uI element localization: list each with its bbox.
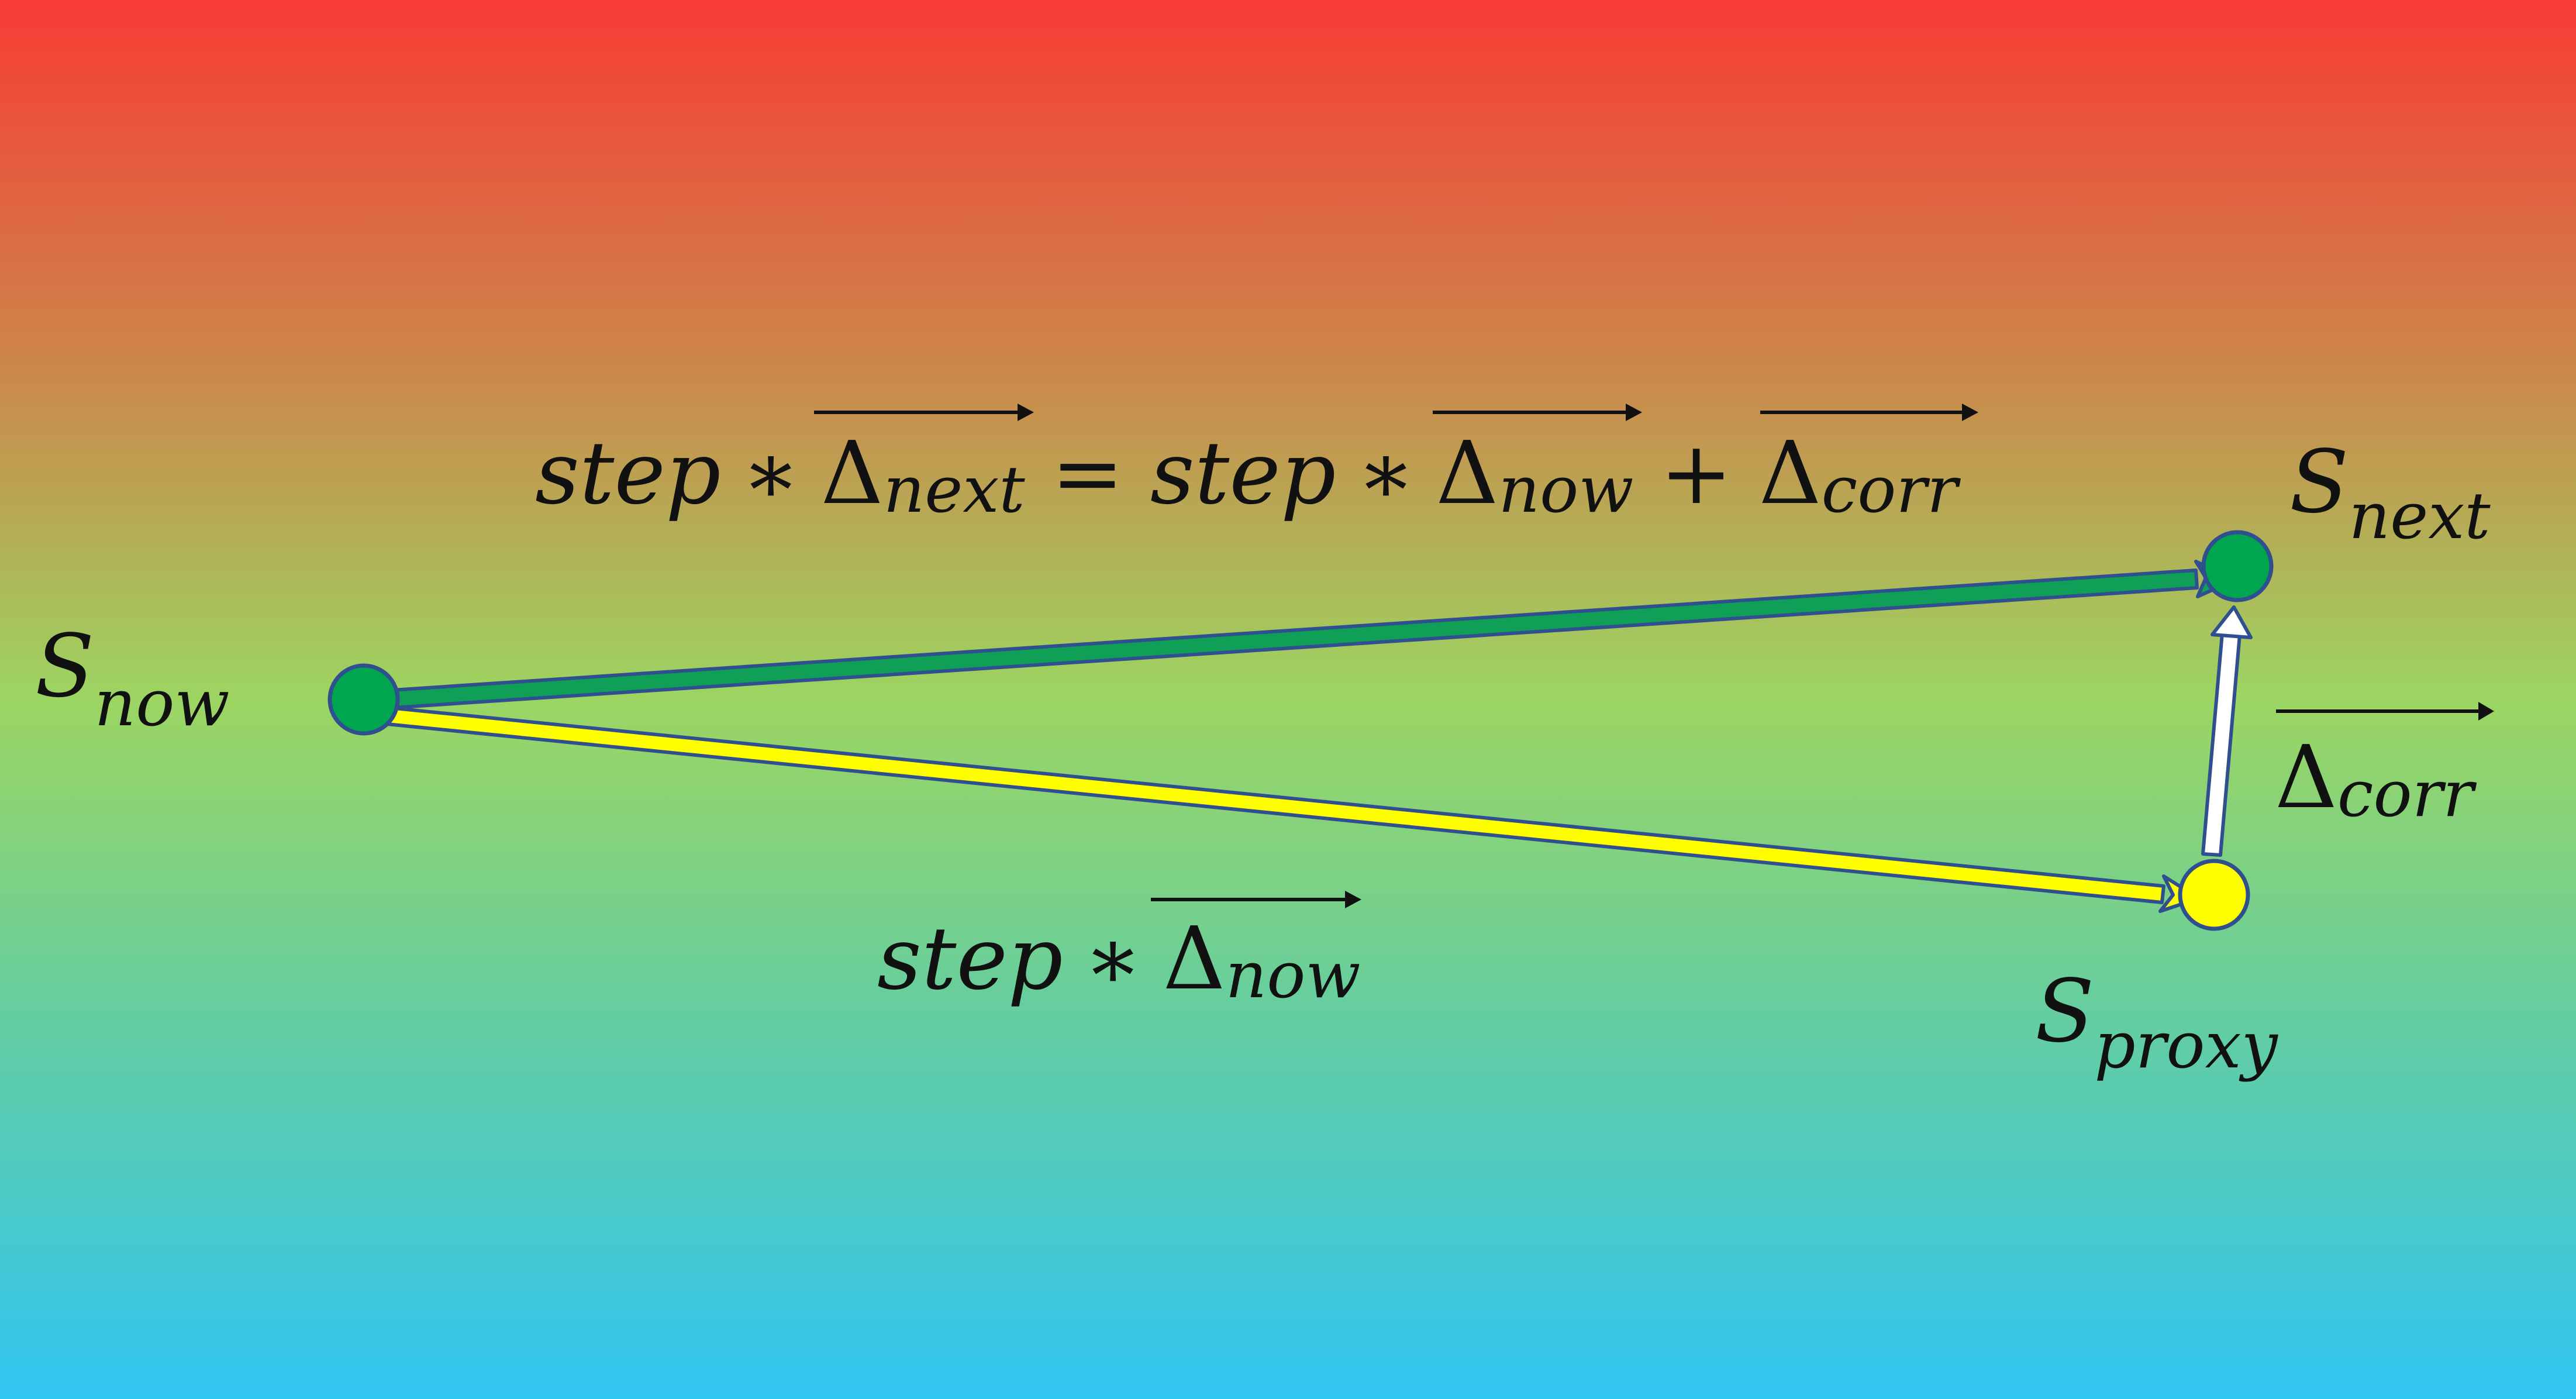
eq-bottom-vector-tip [1345, 891, 1361, 908]
eq-bottom-mul: ∗ [1084, 908, 1143, 1009]
eq-top-rhs-delta: Δ [1436, 423, 1498, 523]
eq-top-corr-sub: corr [1822, 452, 1961, 527]
eq-top-vector-tip-next [1018, 404, 1034, 421]
label-delta-corr-base: Δ [2275, 727, 2337, 828]
label-s-next: Snext [2289, 432, 2491, 553]
eq-top-mul-1: ∗ [742, 423, 801, 523]
eq-bottom-delta: Δ [1163, 908, 1226, 1009]
label-s-next-base: S [2289, 432, 2349, 532]
eq-top-plus: + [1660, 423, 1733, 523]
label-s-now-sub: now [94, 666, 229, 740]
label-s-proxy: Sproxy [2035, 961, 2279, 1083]
node-s-proxy [2178, 859, 2250, 931]
eq-top-lhs-sub: next [883, 452, 1025, 527]
eq-top-lhs-step: step [535, 423, 721, 523]
eq-top-corr-delta: Δ [1759, 423, 1822, 523]
eq-top-equals: = [1051, 423, 1124, 523]
eq-top-mul-2: ∗ [1357, 423, 1416, 523]
arrow-delta-corr [2201, 605, 2253, 857]
label-s-proxy-base: S [2035, 961, 2094, 1062]
eq-top-vector-tip-corr [1962, 404, 1978, 421]
svg-text:step ∗ Δnow: step ∗ Δnow [877, 908, 1361, 1012]
eq-bottom-sub: now [1225, 938, 1360, 1012]
label-s-now-base: S [35, 616, 94, 716]
label-s-next-sub: next [2349, 478, 2491, 553]
label-s-proxy-sub: proxy [2094, 1008, 2278, 1083]
node-s-now [327, 663, 400, 736]
eq-bottom-step: step [877, 908, 1063, 1009]
arrow-delta-corr-head [2211, 605, 2253, 639]
label-s-now: Snow [35, 616, 230, 740]
equation-top: step ∗ Δnext = step ∗ Δnow + Δcorr [535, 404, 1978, 527]
svg-text:step ∗ Δnext: step ∗ Δnext = step ∗ Δnow + Δcorr [535, 423, 1961, 527]
label-delta-corr: Δcorr [2275, 702, 2494, 831]
eq-top-lhs-delta: Δ [821, 423, 884, 523]
eq-top-rhs-sub: now [1498, 452, 1633, 527]
node-s-next [2201, 530, 2274, 602]
svg-text:Δcorr: Δcorr [2275, 727, 2477, 831]
equation-bottom: step ∗ Δnow [877, 891, 1361, 1012]
eq-top-rhs-step: step [1150, 423, 1336, 523]
eq-top-vector-tip-now [1626, 404, 1642, 421]
delta-corr-vector-tip [2478, 702, 2494, 721]
label-delta-corr-sub: corr [2337, 756, 2477, 831]
